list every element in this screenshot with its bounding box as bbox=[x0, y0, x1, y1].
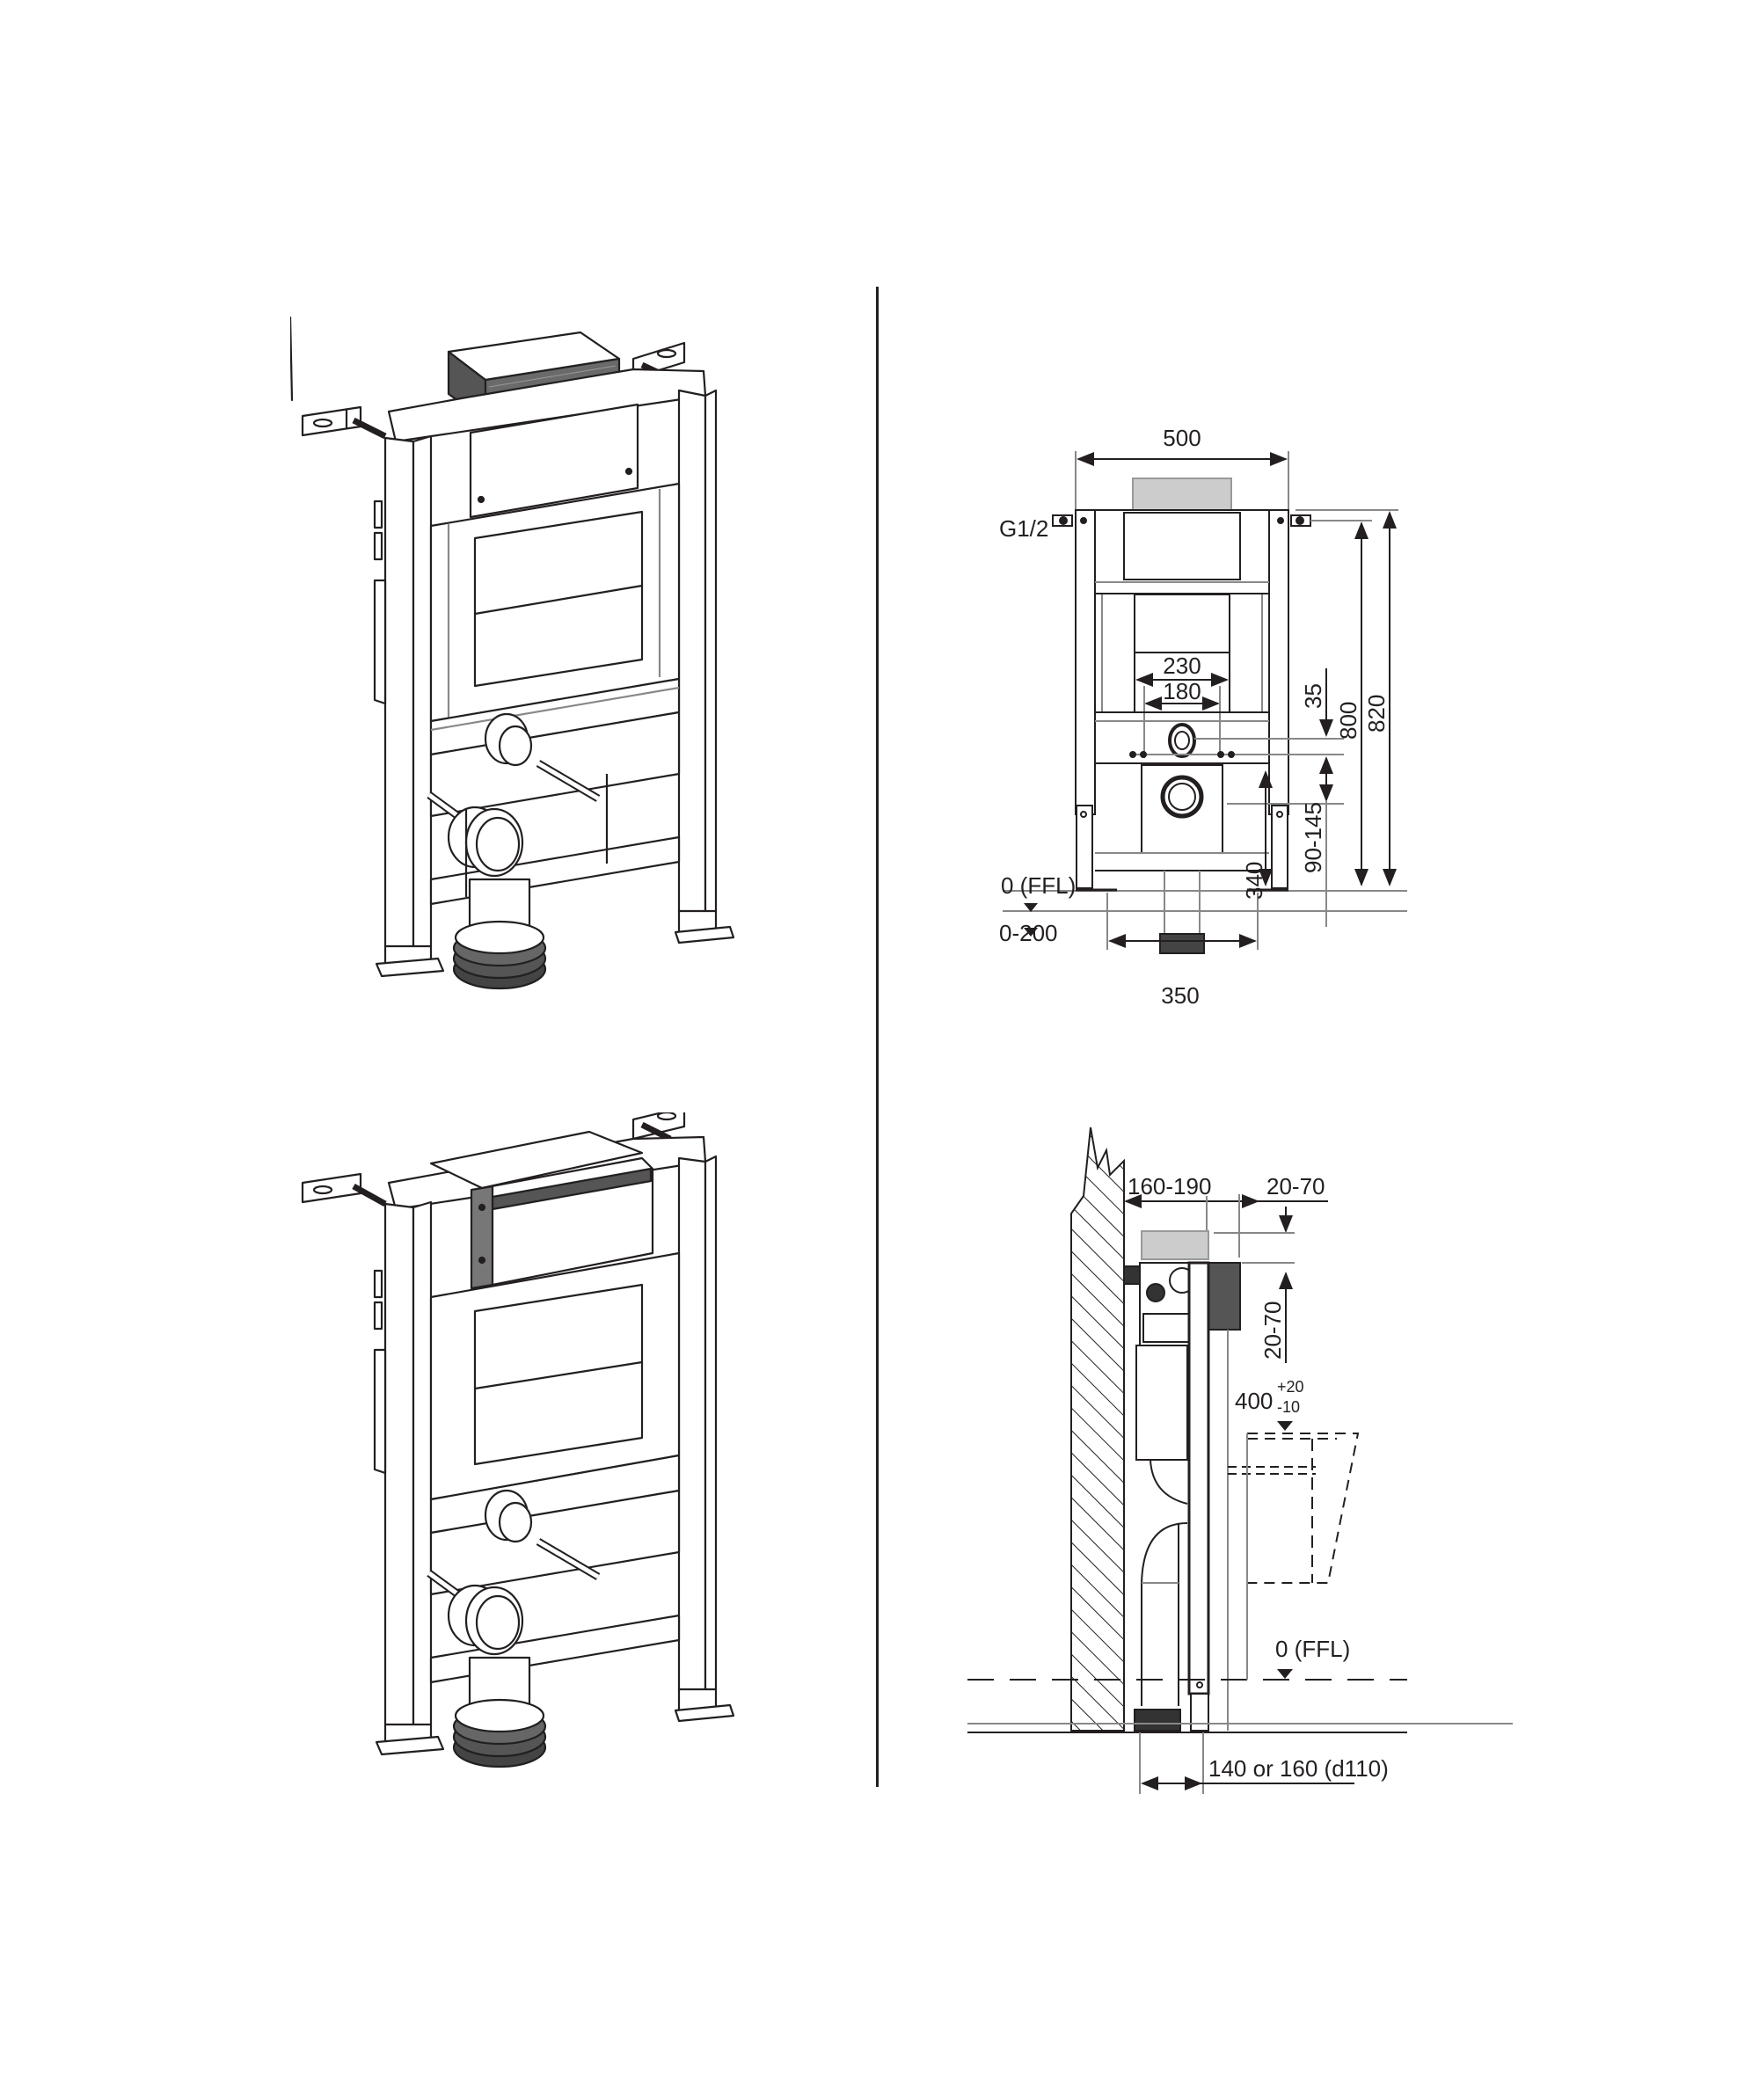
dim-box-height: 20-70 bbox=[1259, 1302, 1286, 1360]
seat-height-tol-plus: +20 bbox=[1277, 1378, 1304, 1396]
dim-flush-inner: 180 bbox=[1163, 678, 1201, 704]
dim-340: 340 bbox=[1241, 862, 1267, 900]
ffl-label-side: 0 (FFL) bbox=[1275, 1636, 1350, 1662]
dim-wall-depth: 160-190 bbox=[1128, 1173, 1211, 1199]
front-elevation-drawing: 500 G1/2 230 180 35 800 820 90-145 340 0… bbox=[994, 422, 1522, 1038]
dim-90-145: 90-145 bbox=[1300, 802, 1326, 873]
vertical-divider bbox=[876, 287, 879, 1787]
dim-outlet-distance: 140 or 160 (d110) bbox=[1208, 1755, 1389, 1782]
dim-overall-width: 500 bbox=[1163, 425, 1201, 451]
dim-flush-outer: 230 bbox=[1163, 653, 1201, 679]
frame-isometric-drawing-1 bbox=[290, 317, 735, 990]
dim-foot-spacing: 350 bbox=[1161, 982, 1199, 1009]
dim-35: 35 bbox=[1300, 683, 1326, 709]
isometric-view-bottom bbox=[290, 1112, 748, 1781]
seat-height-tol-minus: -10 bbox=[1277, 1398, 1300, 1416]
water-inlet-label: G1/2 bbox=[999, 515, 1048, 542]
dim-box-projection: 20-70 bbox=[1266, 1173, 1325, 1199]
ffl-label: 0 (FFL) bbox=[1001, 872, 1076, 899]
dim-820: 820 bbox=[1363, 695, 1390, 733]
seat-height-label: 400 bbox=[1235, 1388, 1273, 1414]
side-elevation-drawing: 160-190 20-70 20-70 400 +20 -10 0 (FFL) … bbox=[967, 1126, 1513, 1794]
frame-isometric-drawing-2 bbox=[301, 1112, 735, 1768]
isometric-view-top bbox=[290, 317, 748, 1020]
dim-800: 800 bbox=[1335, 702, 1361, 740]
floor-adjust-label: 0-200 bbox=[999, 920, 1058, 946]
